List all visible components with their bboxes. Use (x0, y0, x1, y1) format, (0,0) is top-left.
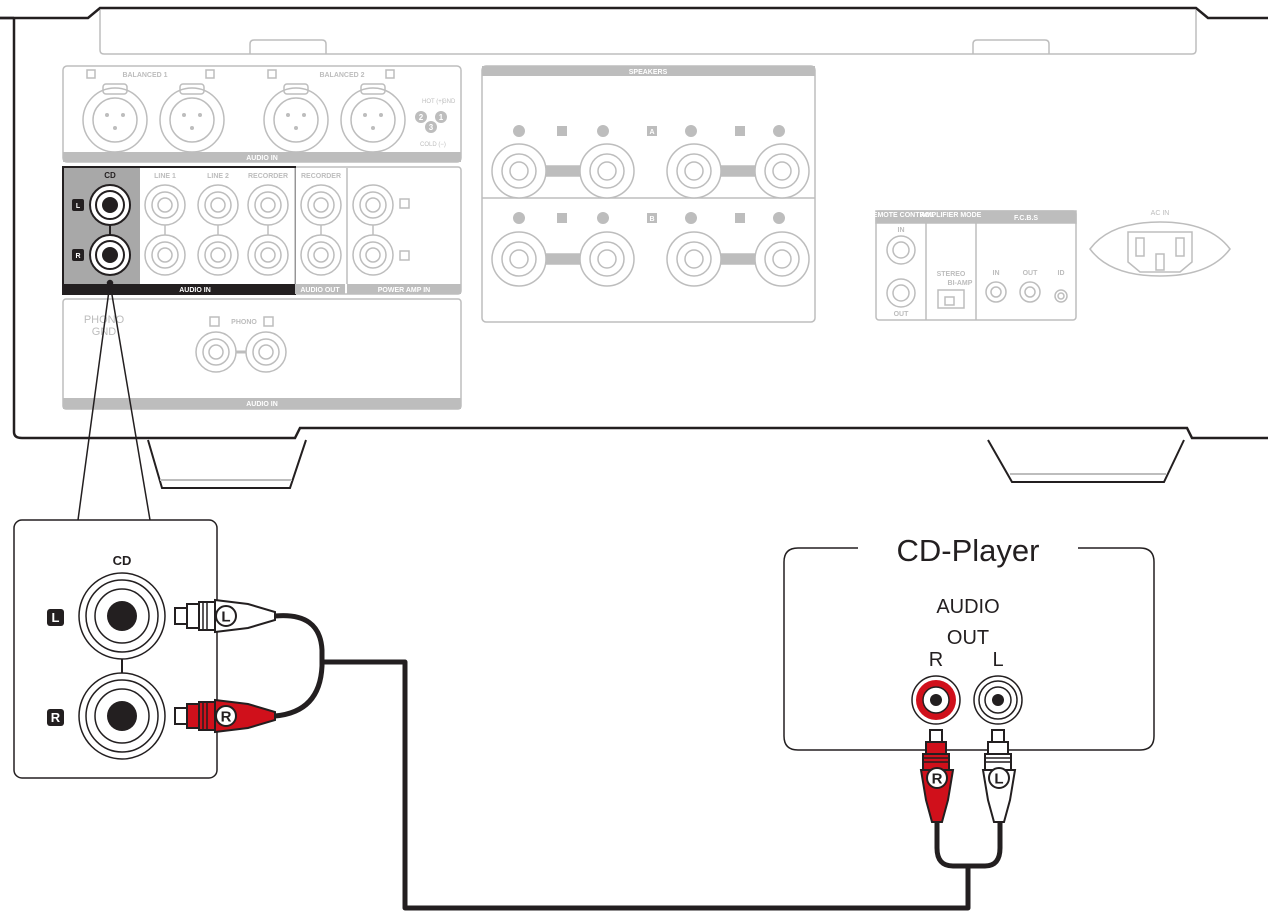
pin-1: 1 (439, 113, 444, 122)
ac-inlet (1089, 221, 1231, 277)
plug-left-zoom-letter: L (221, 609, 230, 626)
plug-left-cdplayer-letter: L (994, 771, 1003, 788)
pin-3: 3 (429, 123, 434, 132)
cd-label-panel: CD (104, 171, 116, 180)
recorder-out-label: RECORDER (301, 173, 341, 180)
plug-right-zoom: R (174, 698, 276, 734)
phono-audio-in-label: AUDIO IN (246, 401, 278, 408)
cd-player-out-label: OUT (947, 627, 989, 649)
zoom-cd-label: CD (113, 553, 132, 568)
line-1-label: LINE 1 (154, 173, 176, 180)
audio-cable (274, 613, 1003, 911)
control-panels (875, 210, 1077, 321)
remote-control-label: REMOTE CONTROL (868, 212, 935, 219)
phono-panel: AUDIO IN PHONO GND PHONO (62, 298, 462, 410)
plug-right-zoom-letter: R (221, 709, 232, 726)
cd-player-jack-left (973, 675, 1023, 725)
speaker-terminals (491, 143, 810, 287)
xlr-connector-4 (340, 83, 406, 153)
phono-jacks (195, 331, 287, 373)
stereo-label: STEREO (937, 271, 966, 278)
power-amp-in-label: POWER AMP IN (378, 287, 431, 294)
line-2-label: LINE 2 (207, 173, 229, 180)
balanced-2-label: BALANCED 2 (319, 72, 364, 79)
amplifier-foot-right (987, 439, 1185, 483)
cd-jack-left-panel (89, 184, 131, 255)
cold-label: COLD (−) (420, 142, 446, 148)
zoom-r-mark: R (51, 710, 61, 725)
cd-player-box: CD-Player AUDIO OUT R L (783, 533, 1155, 751)
plug-left-cdplayer: L (981, 729, 1017, 823)
xlr-pin-diagram: 2 1 3 (415, 111, 447, 133)
gray-rca-jacks (144, 184, 410, 276)
bi-amp-label: BI-AMP (948, 280, 973, 287)
balanced-1-label: BALANCED 1 (122, 72, 167, 79)
speaker-b-label: B (649, 216, 654, 223)
cd-channel-marks: L R (72, 199, 84, 261)
zoom-l-mark: L (52, 610, 60, 625)
panel-r-mark: R (75, 253, 80, 260)
fcbs-in-label: IN (993, 270, 1000, 277)
plug-right-cdplayer-letter: R (932, 771, 943, 788)
plug-left-zoom: L (174, 598, 276, 634)
rca-panel: AUDIO IN AUDIO OUT POWER AMP IN CD LINE … (62, 166, 462, 295)
amplifier-mode-label: AMPLIFIER MODE (921, 212, 982, 219)
xlr-connector-3 (263, 83, 329, 153)
rca-audio-in-label: AUDIO IN (179, 287, 211, 294)
cd-player-r-label: R (929, 649, 943, 671)
audio-out-label: AUDIO OUT (300, 287, 340, 294)
gnd-label: GND (442, 99, 456, 105)
fcbs-out-label: OUT (1023, 270, 1039, 277)
cd-jack-right-panel (89, 234, 131, 276)
cd-player-title: CD-Player (897, 533, 1040, 568)
chassis-top-trim (99, 10, 1197, 55)
hot-label: HOT (+) (422, 99, 444, 105)
xlr-connector-1 (82, 83, 148, 153)
xlr-connector-2 (159, 83, 225, 153)
balanced-panel: AUDIO IN BALANCED 1 BALANCED 2 (62, 65, 462, 163)
fcbs-id-label: ID (1058, 270, 1065, 277)
balanced-audio-in-label: AUDIO IN (246, 155, 278, 162)
cd-player-jack-right (911, 675, 961, 725)
fcbs-label: F.C.B.S (1014, 215, 1038, 222)
ac-in-label: AC IN (1151, 210, 1170, 217)
zoom-cd-jack-right (78, 672, 166, 760)
speakers-panel: SPEAKERS A B (481, 65, 816, 323)
zoom-callout-lines (77, 279, 151, 521)
zoom-box: CD L R (13, 519, 218, 779)
pin-2: 2 (419, 113, 424, 122)
phono-gnd-line-1: PHONO (84, 314, 125, 326)
amplifier-chassis (0, 6, 1268, 440)
cd-player-audio-label: AUDIO (936, 596, 999, 618)
remote-in-label: IN (898, 227, 905, 234)
speaker-a-label: A (649, 129, 654, 136)
plug-right-cdplayer: R (919, 729, 955, 823)
speakers-label: SPEAKERS (629, 69, 668, 76)
zoom-cd-jack-left (78, 572, 166, 660)
phono-label: PHONO (231, 319, 257, 326)
amplifier-foot-left (147, 439, 307, 489)
recorder-in-label: RECORDER (248, 173, 288, 180)
cd-player-l-label: L (992, 649, 1003, 671)
remote-out-label: OUT (894, 311, 910, 318)
panel-l-mark: L (76, 203, 81, 210)
